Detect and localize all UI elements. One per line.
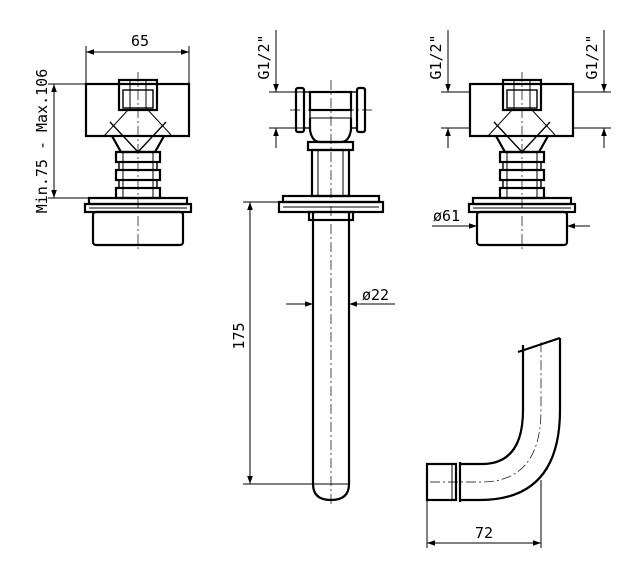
dim-label-72: 72: [475, 524, 493, 542]
left-valve-view: [83, 72, 193, 250]
dim-label-65: 65: [131, 32, 149, 50]
dimension-thread-right-a: G1/2": [427, 30, 470, 148]
dimension-diam-22: ø22: [286, 286, 395, 307]
dimension-65: 65: [85, 32, 190, 84]
dimension-thread-middle: G1/2": [255, 30, 304, 148]
dimension-175: 175: [230, 201, 313, 485]
dimension-height-range: Min.75 - Max.106: [33, 69, 119, 214]
dim-label-thread-middle: G1/2": [255, 34, 273, 79]
dimension-thread-right-b: G1/2": [573, 30, 611, 148]
dim-label-thread-right-b: G1/2": [583, 34, 601, 79]
dim-label-diam-22: ø22: [362, 286, 389, 304]
dim-label-diam-61: ø61: [433, 207, 460, 225]
curved-spout-view: [425, 336, 562, 502]
right-valve-view: [467, 72, 577, 250]
dim-label-thread-right-a: G1/2": [427, 34, 445, 79]
middle-valve-view: [277, 80, 385, 505]
dim-label-height-range: Min.75 - Max.106: [33, 69, 51, 214]
dimension-72: 72: [426, 480, 542, 548]
dimension-diam-61: ø61: [432, 207, 590, 229]
dim-label-175: 175: [230, 322, 248, 349]
